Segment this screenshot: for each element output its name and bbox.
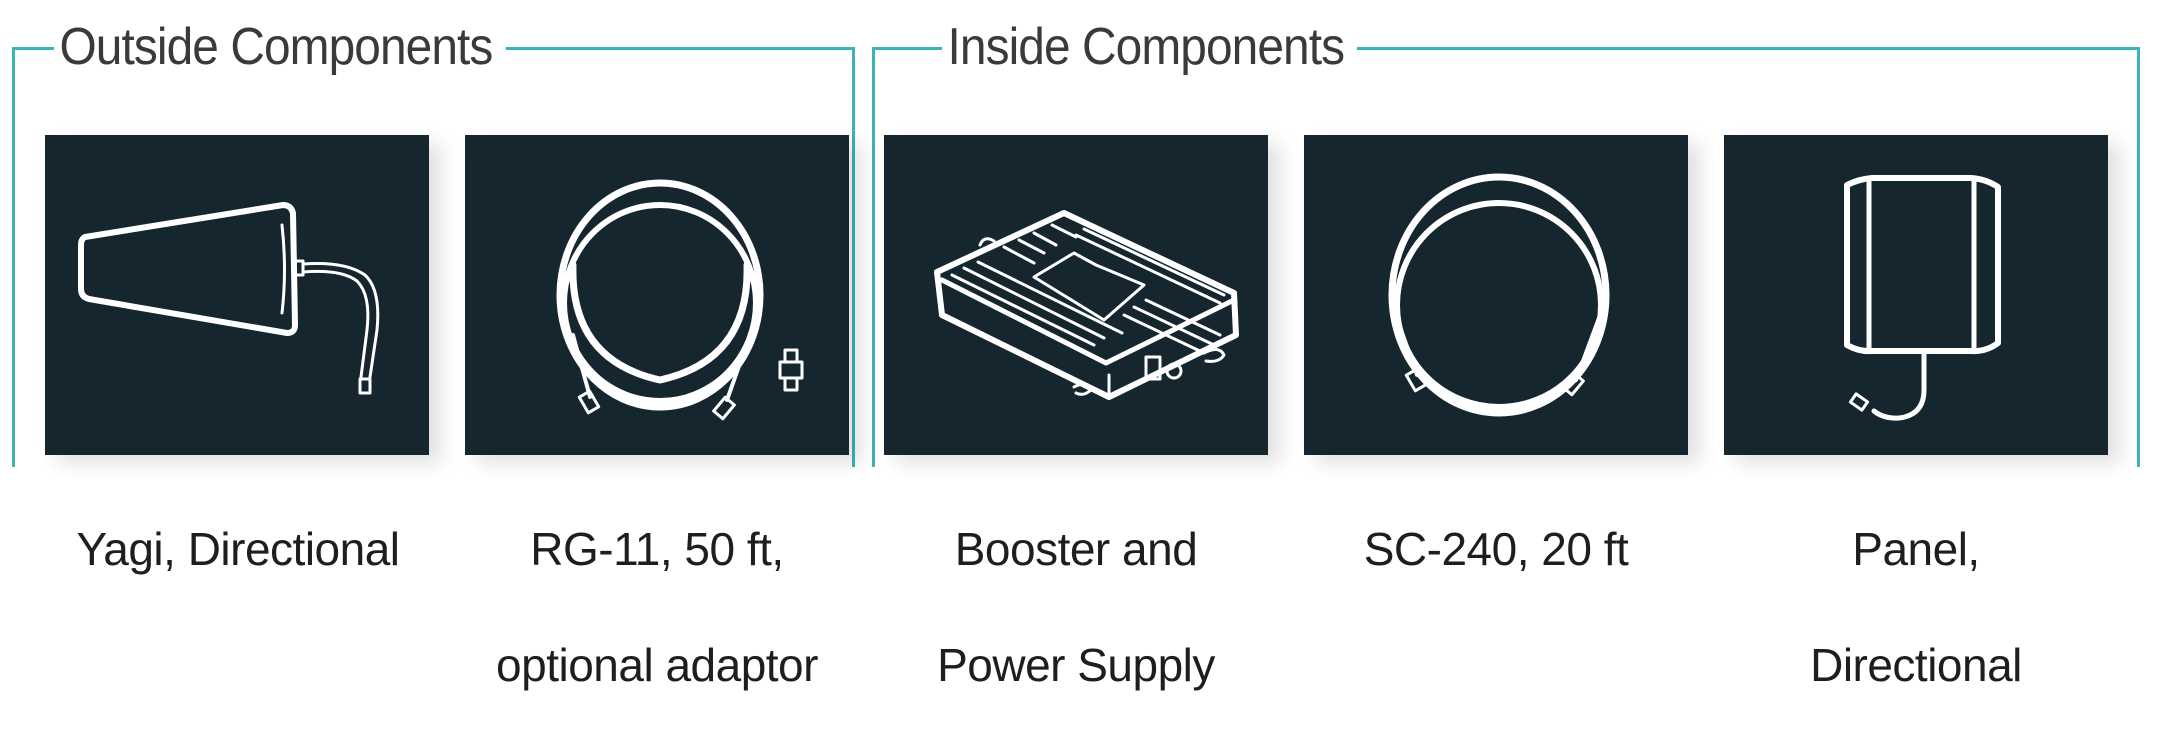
- rg11-cable-card: [465, 135, 849, 455]
- yagi-antenna-card: [45, 135, 429, 455]
- outside-components-title: Outside Components: [54, 14, 506, 80]
- sc240-cable-label: SC-240, 20 ft: [1286, 462, 1706, 636]
- inside-components-title: Inside Components: [942, 14, 1357, 80]
- signal-booster-icon: [934, 210, 1239, 400]
- inside-components-bracket: [872, 47, 2140, 467]
- label-line: SC-240, 20 ft: [1363, 523, 1629, 575]
- label-line: RG-11, 50 ft,: [530, 523, 784, 575]
- label-line: Yagi, Directional: [76, 523, 400, 575]
- booster-card: [884, 135, 1268, 455]
- rg11-cable-label: RG-11, 50 ft, optional adaptor: [447, 462, 867, 752]
- label-line: Power Supply: [937, 639, 1215, 691]
- yagi-antenna-icon: [78, 202, 380, 395]
- panel-antenna-label: Panel, Directional: [1706, 462, 2126, 752]
- label-line: Booster and: [954, 523, 1198, 575]
- yagi-antenna-label: Yagi, Directional: [28, 462, 448, 636]
- booster-label: Booster and Power Supply: [866, 462, 1286, 752]
- label-line: Directional: [1810, 639, 2022, 691]
- coiled-cable-with-adaptor-icon: [556, 179, 804, 421]
- coiled-cable-icon: [1388, 173, 1610, 417]
- label-line: optional adaptor: [496, 639, 818, 691]
- panel-antenna-icon: [1844, 175, 2001, 421]
- panel-antenna-card: [1724, 135, 2108, 455]
- sc240-cable-card: [1304, 135, 1688, 455]
- label-line: Panel,: [1852, 523, 1980, 575]
